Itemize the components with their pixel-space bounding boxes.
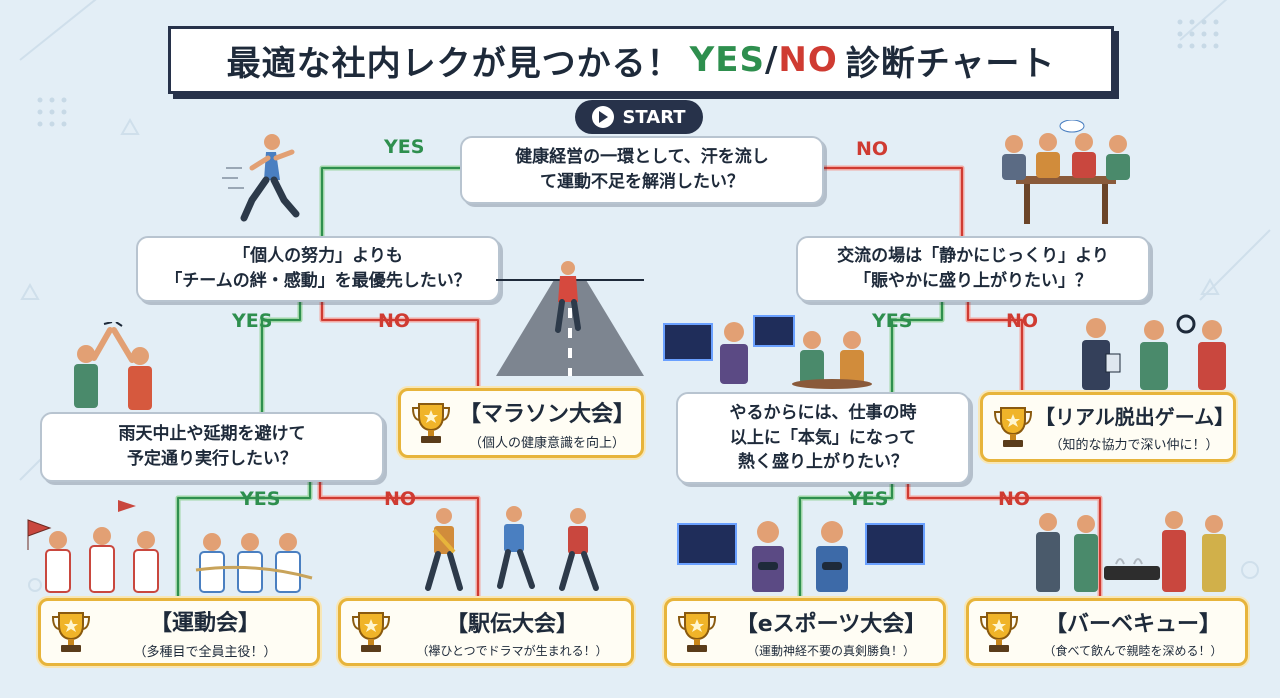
label-no: NO [378,310,411,332]
result-escape-name: 【リアル脱出ゲーム】 [1035,405,1235,429]
road-illustration [496,261,644,376]
question-rain: 雨天中止や延期を避けて 予定通り実行したい？ [40,412,384,482]
runner-illustration [222,134,300,222]
label-no: NO [856,138,889,160]
label-no: NO [998,488,1031,510]
result-sports-day-sub: （多種目で全員主役！） [133,644,277,660]
label-yes: YES [872,310,913,332]
result-sports-day: 【運動会】 （多種目で全員主役！） [38,598,320,666]
detectives-illustration [1082,314,1226,390]
question-team: 「個人の努力」よりも 「チームの絆・感動」を最優先したい？ [136,236,500,302]
title-yes: YES [689,40,765,80]
result-bbq-name: 【バーベキュー】 [1044,611,1221,637]
label-no: NO [384,488,417,510]
question-rain-text: 雨天中止や延期を避けて 予定通り実行したい？ [118,424,306,469]
bbq-party-illustration [1036,511,1226,592]
connector-q1-no [818,165,965,238]
result-ekiden-name: 【駅伝大会】 [445,611,578,637]
start-label: START [622,106,686,128]
trophy-icon [411,403,451,443]
title-main: 最適な社内レクが見つかる！ [226,43,682,84]
title-slash: / [764,40,779,80]
trophy-icon [351,612,391,652]
esports-illustration [677,521,925,592]
result-sports-day-name: 【運動会】 [149,610,260,636]
question-serious-text: やるからには、仕事の時 以上に「本気」になって 熱く盛り上がりたい？ [729,403,917,473]
high-five-illustration [74,322,152,410]
result-bbq: 【バーベキュー】 （食べて飲んで親睦を深める！） [966,598,1248,666]
cheering-team-illustration [27,500,313,593]
result-ekiden: 【駅伝大会】 （襷ひとつでドラマが生まれる！） [338,598,634,666]
label-yes: YES [384,136,425,158]
question-team-text: 「個人の努力」よりも 「チームの絆・感動」を最優先したい？ [165,246,471,291]
question-health-text: 健康経営の一環として、汗を流し て運動不足を解消したい？ [515,147,769,192]
result-escape-body: 【リアル脱出ゲーム】 （知的な協力で深い仲に！） [1035,401,1235,453]
result-esports: 【eスポーツ大会】 （運動神経不要の真剣勝負！） [664,598,946,666]
result-ekiden-sub: （襷ひとつでドラマが生まれる！） [416,643,608,658]
result-marathon-body: 【マラソン大会】 （個人の健康意識を向上） [453,396,641,451]
result-esports-body: 【eスポーツ大会】 （運動神経不要の真剣勝負！） [719,606,943,659]
label-yes: YES [232,310,273,332]
result-escape-sub: （知的な協力で深い仲に！） [1049,438,1219,453]
relay-runners-illustration [425,506,599,591]
page-title: 最適な社内レクが見つかる！ YES / NO 診断チャート [168,26,1114,94]
question-health: 健康経営の一環として、汗を流し て運動不足を解消したい？ [460,136,824,204]
result-esports-name: 【eスポーツ大会】 [735,611,927,637]
trophy-icon [51,612,91,652]
connector-q1-yes [319,165,462,238]
trophy-icon [979,612,1019,652]
title-tail: 診断チャート [845,43,1056,84]
question-lively-text: 交流の場は「静かにじっくり」より 「賑やかに盛り上がりたい」？ [837,246,1109,291]
result-bbq-body: 【バーベキュー】 （食べて飲んで親睦を深める！） [1021,606,1245,659]
title-no: NO [778,40,838,80]
result-marathon-sub: （個人の健康意識を向上） [468,435,625,451]
result-marathon-name: 【マラソン大会】 [458,401,635,427]
result-sports-day-body: 【運動会】 （多種目で全員主役！） [93,605,317,660]
trophy-icon [993,407,1033,447]
question-serious: やるからには、仕事の時 以上に「本気」になって 熱く盛り上がりたい？ [676,392,970,484]
result-escape: 【リアル脱出ゲーム】 （知的な協力で深い仲に！） [980,392,1236,462]
label-yes: YES [848,488,889,510]
result-ekiden-body: 【駅伝大会】 （襷ひとつでドラマが生まれる！） [393,606,631,659]
start-badge: START [575,100,703,134]
label-no: NO [1006,310,1039,332]
question-lively: 交流の場は「静かにじっくり」より 「賑やかに盛り上がりたい」？ [796,236,1150,302]
play-icon [592,106,615,128]
meeting-illustration [1002,120,1130,224]
gamers-illustration [663,315,872,389]
label-yes: YES [240,488,281,510]
result-esports-sub: （運動神経不要の真剣勝負！） [746,643,915,658]
trophy-icon [677,612,717,652]
result-marathon: 【マラソン大会】 （個人の健康意識を向上） [398,388,644,458]
result-bbq-sub: （食べて飲んで親睦を深める！） [1043,643,1223,658]
